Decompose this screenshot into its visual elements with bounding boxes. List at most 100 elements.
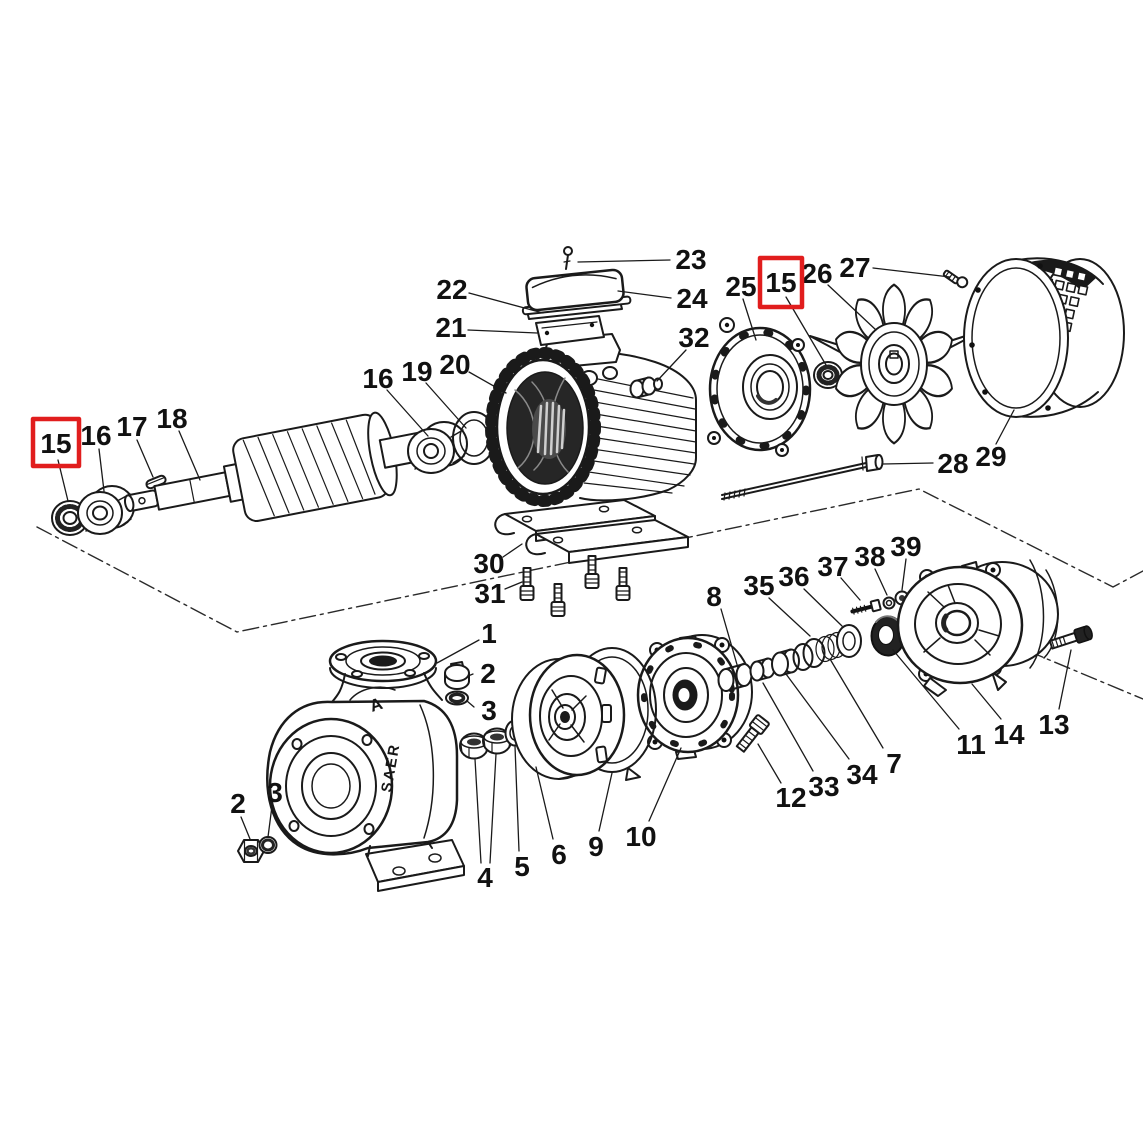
part-number-label: 21 (435, 312, 466, 343)
part-number-label: 10 (625, 821, 656, 852)
part-number-label: 28 (937, 448, 968, 479)
leader-line (829, 658, 884, 749)
plug-2-lower (237, 839, 265, 863)
fan-cover (963, 257, 1125, 418)
part-number-label: 3 (267, 777, 283, 808)
seal-seat-11 (870, 615, 906, 657)
leader-line (598, 772, 613, 832)
part-number-label: 5 (514, 851, 530, 882)
washer-3-upper (445, 690, 469, 706)
part-number-label-highlighted: 15 (765, 267, 796, 298)
leader-line (720, 608, 739, 669)
leader-line (98, 448, 105, 492)
part-number-label: 7 (886, 748, 902, 779)
leader-line (136, 439, 154, 478)
part-number-label: 36 (778, 561, 809, 592)
tie-rod (721, 454, 884, 501)
bracket-bolt-13 (1048, 625, 1093, 650)
terminal-box-cover (521, 268, 632, 316)
leader-line (468, 292, 544, 314)
leader-line (466, 700, 475, 708)
shaft-sleeve-8 (717, 663, 753, 692)
leader-line (762, 682, 814, 772)
part-number-label: 11 (956, 729, 986, 760)
part-number-label: 35 (743, 570, 774, 601)
part-number-label: 33 (808, 771, 839, 802)
part-number-label: 16 (362, 363, 393, 394)
leader-line (995, 409, 1015, 445)
highlight-box (757, 255, 805, 310)
part-number-label: 32 (678, 322, 709, 353)
leader-line (386, 389, 429, 437)
leader-line (577, 259, 671, 263)
plug-2-upper (444, 661, 470, 690)
fan-screw-27 (942, 269, 969, 289)
foot-rail-front (525, 519, 689, 564)
seal-bellows-spring-7 (792, 624, 862, 671)
leader-line (971, 683, 1002, 720)
part-number-label: 39 (890, 531, 921, 562)
part-number-label: 26 (801, 258, 832, 289)
leader-line (425, 382, 467, 429)
pump-casing: SAER A (266, 639, 465, 892)
leader-line (468, 371, 507, 394)
casing-arrow-mark: A (367, 694, 385, 716)
shaft-seal-rear (813, 361, 843, 389)
leader-line (827, 284, 877, 331)
part-number-label: 37 (817, 551, 848, 582)
leader-line (892, 649, 960, 730)
leader-line (617, 290, 672, 299)
leader-line (1058, 649, 1072, 710)
leader-line (648, 747, 682, 822)
part-number-label: 31 (474, 578, 505, 609)
part-number-label: 2 (230, 788, 246, 819)
part-number-label: 17 (116, 411, 147, 442)
leader-line (901, 558, 907, 591)
rear-end-shield (707, 317, 812, 457)
suction-flange (268, 717, 394, 855)
leader-line (535, 766, 554, 840)
part-number-label: 30 (473, 548, 504, 579)
mechanical-seal-kit (717, 590, 910, 692)
washer-3-lower (258, 836, 278, 854)
leader-line (872, 267, 951, 278)
part-number-label: 18 (156, 403, 187, 434)
part-number-label: 12 (775, 782, 806, 813)
ball-bearing-front (77, 485, 135, 535)
leader-line (489, 753, 497, 864)
part-number-label: 29 (975, 441, 1006, 472)
leader-line (514, 745, 520, 852)
part-number-label: 16 (80, 420, 111, 451)
part-number-label-highlighted: 15 (40, 428, 71, 459)
cover-screw-23 (563, 246, 573, 270)
leader-line (874, 568, 888, 596)
seal-plate (636, 634, 753, 760)
group-boundary-lines (36, 488, 1143, 700)
leader-line (742, 298, 757, 341)
part-number-label: 24 (676, 283, 708, 314)
foot-bolts-31 (519, 555, 631, 617)
rotor-shaft (123, 411, 438, 522)
part-number-label: 3 (481, 695, 497, 726)
seal-screw-37 (850, 598, 882, 615)
leader-line (436, 639, 480, 664)
motor-stator (485, 329, 697, 507)
impeller-nuts-4 (459, 727, 512, 760)
plate-bolt-12 (735, 714, 770, 753)
part-number-label: 1 (481, 618, 497, 649)
casing-foot (289, 819, 465, 892)
leader-line (768, 597, 811, 637)
part-number-label: 23 (675, 244, 706, 275)
part-number-label: 2 (480, 658, 496, 689)
seal-sleeve-34 (771, 648, 800, 677)
part-number-label: 38 (854, 541, 885, 572)
leader-line (267, 805, 273, 838)
leader-line (757, 743, 782, 784)
seal-washer-38 (882, 596, 896, 610)
part-number-label: 25 (725, 271, 756, 302)
leader-line (881, 462, 934, 465)
impeller (511, 653, 626, 780)
